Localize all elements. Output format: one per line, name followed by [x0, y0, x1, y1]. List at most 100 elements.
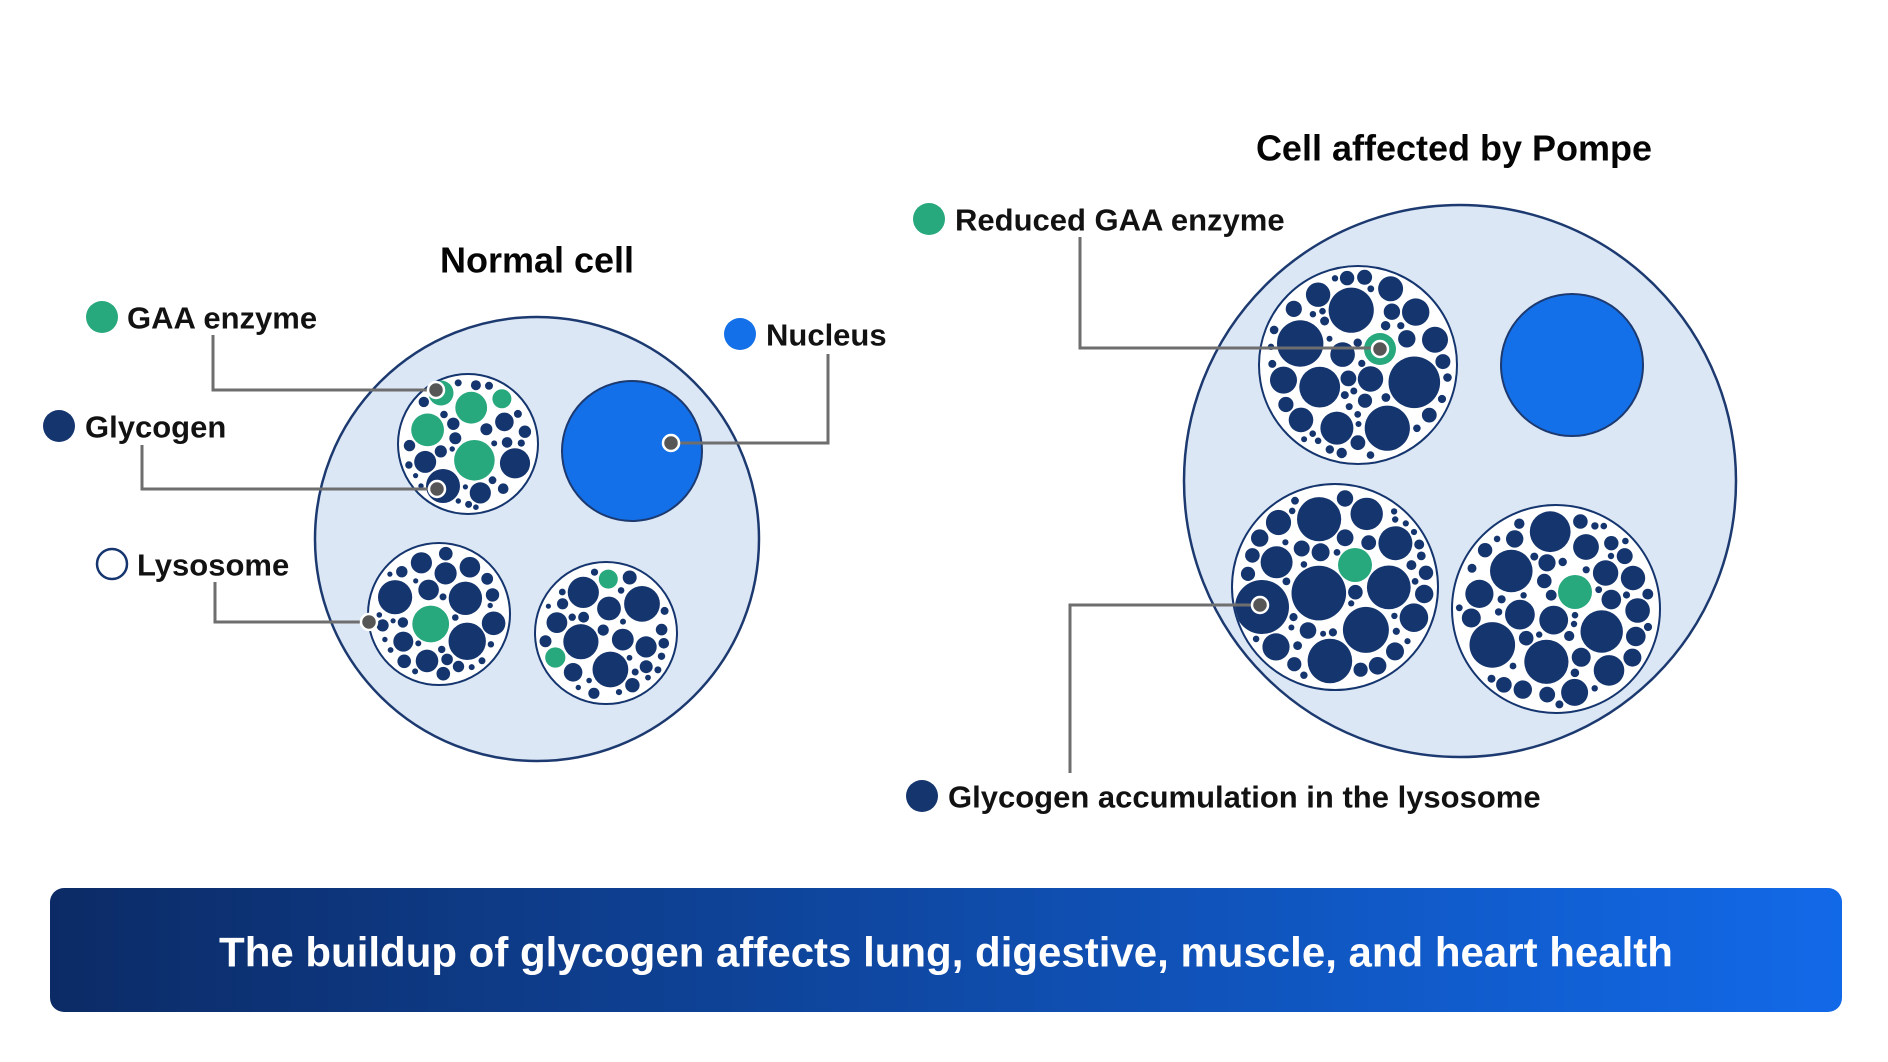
- glycogen-particle: [390, 618, 396, 624]
- gaa-enzyme-particle: [492, 389, 512, 409]
- reduced-gaa-pointer-dot: [1370, 339, 1390, 359]
- nucleus-label: Nucleus: [766, 318, 887, 353]
- glycogen-particle: [1415, 584, 1434, 604]
- banner-text: The buildup of glycogen affects lung, di…: [219, 929, 1673, 976]
- glycogen-particle: [1392, 516, 1399, 523]
- glycogen-particle: [1307, 638, 1353, 684]
- gaa-enzyme-leader-line: [211, 335, 436, 392]
- glycogen-particle: [597, 596, 621, 621]
- glycogen-particle: [1367, 285, 1375, 293]
- glycogen-particle: [491, 440, 498, 447]
- glycogen-particle: [1601, 589, 1622, 610]
- glycogen-particle: [1593, 655, 1625, 686]
- glycogen-particle: [485, 588, 500, 602]
- glycogen-particle: [1260, 546, 1293, 579]
- glycogen-particle: [1320, 630, 1327, 637]
- glycogen-particle: [1268, 359, 1277, 368]
- pompe-cell-title: Cell affected by Pompe: [1256, 128, 1652, 169]
- glycogen-particle: [1469, 622, 1516, 668]
- glycogen-particle: [415, 649, 439, 673]
- glycogen-particle: [1353, 338, 1362, 347]
- glycogen-particle: [480, 423, 493, 436]
- glycogen-particle: [1496, 677, 1512, 693]
- glycogen-particle: [469, 482, 491, 504]
- glycogen-particle: [393, 631, 414, 652]
- glycogen-particle: [1494, 608, 1503, 616]
- glycogen-particle: [1336, 529, 1354, 547]
- lysosome-contents: [1455, 511, 1654, 709]
- glycogen-particle: [452, 614, 459, 621]
- glycogen-particle: [1291, 565, 1347, 621]
- gaa-enzyme-particle: [411, 413, 444, 447]
- glycogen-particle: [1383, 303, 1401, 320]
- glycogen-particle: [1288, 507, 1296, 515]
- glycogen-particle: [1340, 391, 1349, 400]
- glycogen-particle: [501, 437, 513, 448]
- glycogen-particle: [1301, 436, 1308, 443]
- glycogen-particle: [414, 450, 437, 473]
- glycogen-particle: [397, 654, 412, 669]
- glycogen-particle: [1364, 405, 1410, 451]
- glycogen-particle: [1392, 627, 1400, 635]
- glycogen-particle: [473, 504, 479, 511]
- glycogen-particle: [478, 657, 486, 665]
- glycogen-particle: [387, 647, 394, 653]
- glycogen-particle: [1402, 520, 1409, 527]
- glycogen-particle: [1245, 548, 1260, 563]
- glycogen-particle: [558, 588, 566, 596]
- glycogen-particle: [1592, 560, 1619, 586]
- glycogen-particle: [1467, 563, 1477, 573]
- glycogen-particle: [452, 660, 465, 673]
- glycogen-particle: [1309, 311, 1317, 318]
- glycogen-particle: [1348, 584, 1363, 600]
- glycogen-particle: [1361, 535, 1377, 551]
- glycogen-particle: [1342, 606, 1389, 653]
- glycogen-particle: [1573, 534, 1599, 560]
- lysosome-label: Lysosome: [137, 548, 289, 583]
- glycogen-particle: [1545, 589, 1557, 601]
- glycogen-particle: [1539, 686, 1556, 703]
- lysosome-leader-line: [213, 582, 366, 624]
- glycogen-particle: [1580, 610, 1623, 653]
- glycogen-particle: [1622, 537, 1629, 545]
- glycogen-particle: [1355, 421, 1362, 427]
- glycogen-particle: [563, 663, 583, 682]
- glycogen-particle: [1406, 560, 1417, 571]
- glycogen-particle: [1381, 393, 1391, 402]
- glycogen-accumulation-icon: [906, 780, 938, 812]
- glycogen-particle: [1513, 680, 1533, 699]
- normal-cell-title: Normal cell: [440, 240, 634, 281]
- glycogen-particle: [1358, 359, 1366, 367]
- glycogen-particle: [1520, 592, 1527, 599]
- glycogen-particle: [436, 666, 451, 681]
- glycogen-particle: [1421, 407, 1437, 423]
- glycogen-particle: [405, 461, 413, 469]
- banner-group: The buildup of glycogen affects lung, di…: [50, 888, 1842, 1012]
- glycogen-particle: [387, 571, 393, 577]
- glycogen-particle: [597, 624, 609, 636]
- glycogen-particle: [1591, 685, 1598, 692]
- glycogen-particle: [635, 636, 657, 658]
- glycogen-particle: [1319, 307, 1326, 315]
- glycogen-particle: [1555, 700, 1564, 709]
- glycogen-particle: [499, 448, 531, 479]
- glycogen-particle: [378, 580, 413, 615]
- glycogen-particle: [568, 613, 576, 621]
- glycogen-particle: [412, 668, 419, 675]
- glycogen-particle: [439, 546, 453, 561]
- glycogen-particle: [376, 619, 389, 632]
- glycogen-particle: [546, 612, 568, 633]
- gaa-enzyme-particle: [545, 647, 566, 668]
- gaa-enzyme-particle: [454, 440, 495, 481]
- glycogen-particle: [1455, 604, 1463, 612]
- glycogen-particle: [578, 611, 589, 623]
- glycogen-particle: [590, 568, 599, 576]
- gaa-enzyme-particle: [412, 605, 450, 643]
- glycogen-particle: [1328, 287, 1374, 333]
- glycogen-particle: [1336, 490, 1354, 507]
- glycogen-particle: [434, 445, 447, 458]
- banner: [50, 888, 1842, 1012]
- glycogen-particle: [1293, 641, 1302, 650]
